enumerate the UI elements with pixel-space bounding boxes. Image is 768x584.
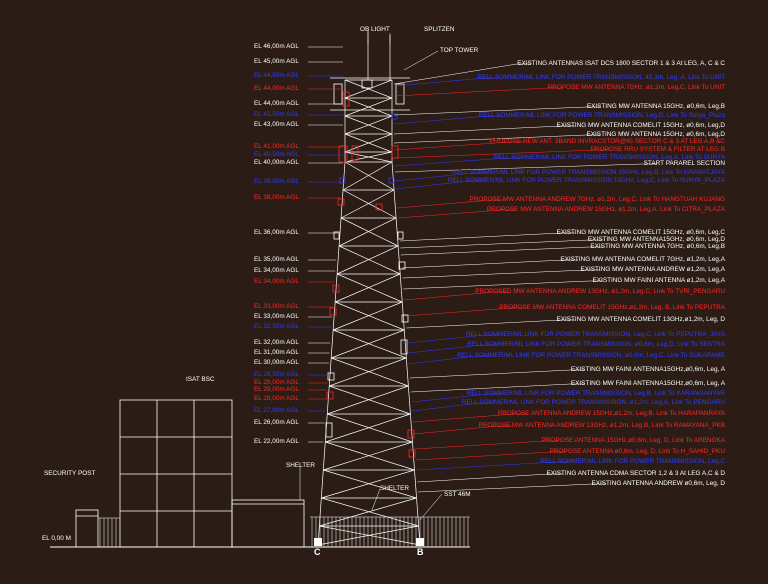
fence-left [98, 517, 120, 547]
el0-label: EL 0,00 M [42, 535, 71, 542]
annotation-label: PROPOSE MW ANTENNA 7GHz, ø1,2m, Leg,C, L… [547, 84, 725, 91]
annotation-label: RELL SOMMER/ML LINK FOR POWER TRANSMISSI… [457, 352, 725, 359]
annotation-label: EXISTING MW FAINI ANTENNA15GHz,ø0,6m, Le… [570, 366, 725, 373]
annotation-label: PROPOSE MW ANTENNA ANDREW 15GHz, ø1,2m, … [486, 206, 725, 213]
elevation-label: EL 22,00m AGL [254, 438, 299, 445]
annotation-label: EXISTING MW ANTENNA 15GHz, ø0,6m, Leg,D [586, 131, 726, 138]
ob-light-label: OB LIGHT [360, 26, 390, 33]
annotation-label: RELL SOMMER/ML LINK FOR POWER TRANSMISSI… [540, 458, 725, 465]
elevation-label: EL 40,00m AGL [254, 159, 299, 166]
isat-bsc-building [119, 399, 233, 548]
elevation-label: EL 41,00m AGL [254, 143, 299, 150]
leg-c-label: C [314, 547, 321, 557]
elevation-label: EL 33,00m AGL [254, 303, 299, 310]
annotation-label: EXISTING ANTENNA ANDREW ø0,6m, Leg, D [591, 480, 725, 487]
annotation-label: RELL SOMMER/ML LINK FOR POWER TRANSMISSI… [467, 341, 725, 348]
security-post [75, 509, 99, 548]
security-post-label: SECURITY POST [44, 470, 96, 477]
annotation-label: EXISTING MW ANTENNA COMELIT 15GHz, ø0,6m… [556, 122, 725, 129]
leg-c-marker [314, 538, 322, 546]
leg-b-marker [416, 538, 424, 546]
leg-b-label: B [417, 547, 424, 557]
annotation-label: RELL SOMMER/ML LINK FOR POWER TRANSMISSI… [452, 169, 725, 176]
elevation-label: EL 34,00m AGL [254, 278, 299, 285]
elevation-label: EL 32,00m AGL [254, 339, 299, 346]
elevation-label: EL 38,00m AGL [254, 194, 299, 201]
elevation-label: EL 40,50m AGL [254, 151, 299, 158]
top-tower-label: TOP TOWER [440, 47, 479, 54]
annotation-label: START PARAREL SECTION [643, 160, 725, 167]
shelter-right-label: SHELTER [380, 485, 410, 492]
shelter-left [231, 499, 305, 548]
elevation-label: EL 36,00m AGL [254, 229, 299, 236]
annotation-label: PROPOSE MW ANTENNA COMELIT 15GHz,ø1,2m, … [499, 304, 725, 311]
annotation-label: PROPOSE MW ANTENNA ANDREW 13GHz, ø1,2m, … [478, 422, 725, 429]
elevation-label: EL 44,00m AGL [254, 85, 299, 92]
building-label: ISAT BSC [186, 376, 215, 383]
annotation-label: EXISTING MW FAINI ANTENNA ø1,2m, Leg,A [592, 277, 725, 284]
annotation-label: EXISTING MW ANTENNA ANDREW ø1,2m, Leg,A [580, 266, 725, 273]
annotation-label: EXISTING MW ANTENNA 15GHz, ø0,6m, Leg,B [586, 103, 725, 110]
elevation-label: EL 43,50m AGL [254, 111, 299, 118]
annotation-label: RELL SOMMER/ML LINK FOR POWER TRANSMISSI… [493, 154, 725, 161]
annotation-label: EXISTING MW ANTENNA COMELIT 15GHz, ø0,6m… [556, 229, 725, 236]
splitzen-label: SPLITZEN [424, 26, 455, 33]
annotation-label: RELL SOMMER/ML LINK FOR POWER TRANSMISSI… [478, 112, 725, 119]
elevation-label: EL 43,00m AGL [254, 121, 299, 128]
annotation-label: PROPOSE NEW ANT. 3BAND INVRACSTOR@IG SEC… [489, 138, 725, 145]
annotation-label: EXISTING ANTENNA CDMA SECTOR 1,2 & 3 At … [546, 470, 725, 477]
annotation-label: PROPOSE ANTENNA ANDREW 15GHz,ø1,2m, Leg,… [497, 410, 725, 417]
elevation-label: EL 26,00m AGL [254, 419, 299, 426]
tower-structure [317, 30, 421, 546]
shelter-left-label: SHELTER [286, 462, 316, 469]
annotation-label: PROPOSE RRU SYSTEM & FILTER AT LEG B [590, 146, 725, 153]
elevation-label: EL 29,50m AGL [254, 371, 299, 378]
annotation-label: PROPOSED MW ANTENNA ANDREW 13GHz, ø1,2m,… [475, 288, 725, 295]
annotation-label: EXISTING MW ANTENNA15GHz, ø0,6m, Leg,D [587, 236, 725, 243]
annotation-label: PROPOSE ANTENNA ø0,6m, Leg, D, Link To H… [549, 448, 725, 455]
tower-type-label: SST 46M [444, 491, 471, 498]
annotation-label: EXISTING MW FAINI ANTENNA15GHz,ø0,6m, Le… [570, 380, 725, 387]
annotation-label: EXISTING ANTENNAS ISAT DCS 1800 SECTOR 1… [517, 60, 725, 67]
annotation-label: RELL SOMMER/ML LINK FOR POWER TRANSMISSI… [465, 331, 725, 338]
elevation-label: EL 29,00m AGL [254, 379, 299, 386]
leader-lines [299, 33, 657, 521]
elevation-label: EL 28,00m AGL [254, 395, 299, 402]
elevation-label: EL 46,00m AGL [254, 43, 299, 50]
elevation-label: EL 39,00m AGL [254, 178, 299, 185]
annotation-label: RELL SOMMER/ML LINK FOR POWER TRANSMISSI… [447, 177, 725, 184]
tower-equipment [325, 79, 416, 458]
elevation-label: EL 34,00m AGL [254, 267, 299, 274]
annotation-label: PROPOSE MW ANTENNA ANDREW 7GHz, ø1,2m, L… [469, 196, 725, 203]
elevation-label: EL 32,50m AGL [254, 323, 299, 330]
elevation-label: EL 35,00m AGL [254, 256, 299, 263]
elevation-label: EL 29,00m AGL [254, 386, 299, 393]
annotation-label: PROPOSE ANTENNA 15GHz,ø0,6m, Leg, D, Lin… [541, 437, 725, 444]
elevation-label: EL 45,00m AGL [254, 58, 299, 65]
annotation-label: RELL SOMMER/ML LINK FOR POWER TRANSMISSI… [477, 74, 725, 81]
annotation-label: RELL SOMMER/ML LINK FOR POWER TRANSMISSI… [461, 399, 725, 406]
elevation-label: EL 30,00m AGL [254, 359, 299, 366]
annotation-label: EXISTING MW ANTENNA 7GHz, ø0,6m, Leg,B [590, 243, 725, 250]
annotation-label: EXISTING MW ANTENNA COMELIT 13GHz,ø1,2m,… [556, 316, 725, 323]
elevation-label: EL 31,00m AGL [254, 349, 299, 356]
elevation-label: EL 44,50m AGL [254, 72, 299, 79]
elevation-label: EL 27,00m AGL [254, 407, 299, 414]
annotation-label: RELL SOMMER/ML LINK FOR POWER TRANSMISSI… [466, 390, 725, 397]
elevation-label: EL 44,00m AGL [254, 100, 299, 107]
elevation-label: EL 33,00m AGL [254, 313, 299, 320]
annotation-label: EXISTING MW ANTENNA COMELIT 7GHz, ø1,2m,… [560, 256, 725, 263]
